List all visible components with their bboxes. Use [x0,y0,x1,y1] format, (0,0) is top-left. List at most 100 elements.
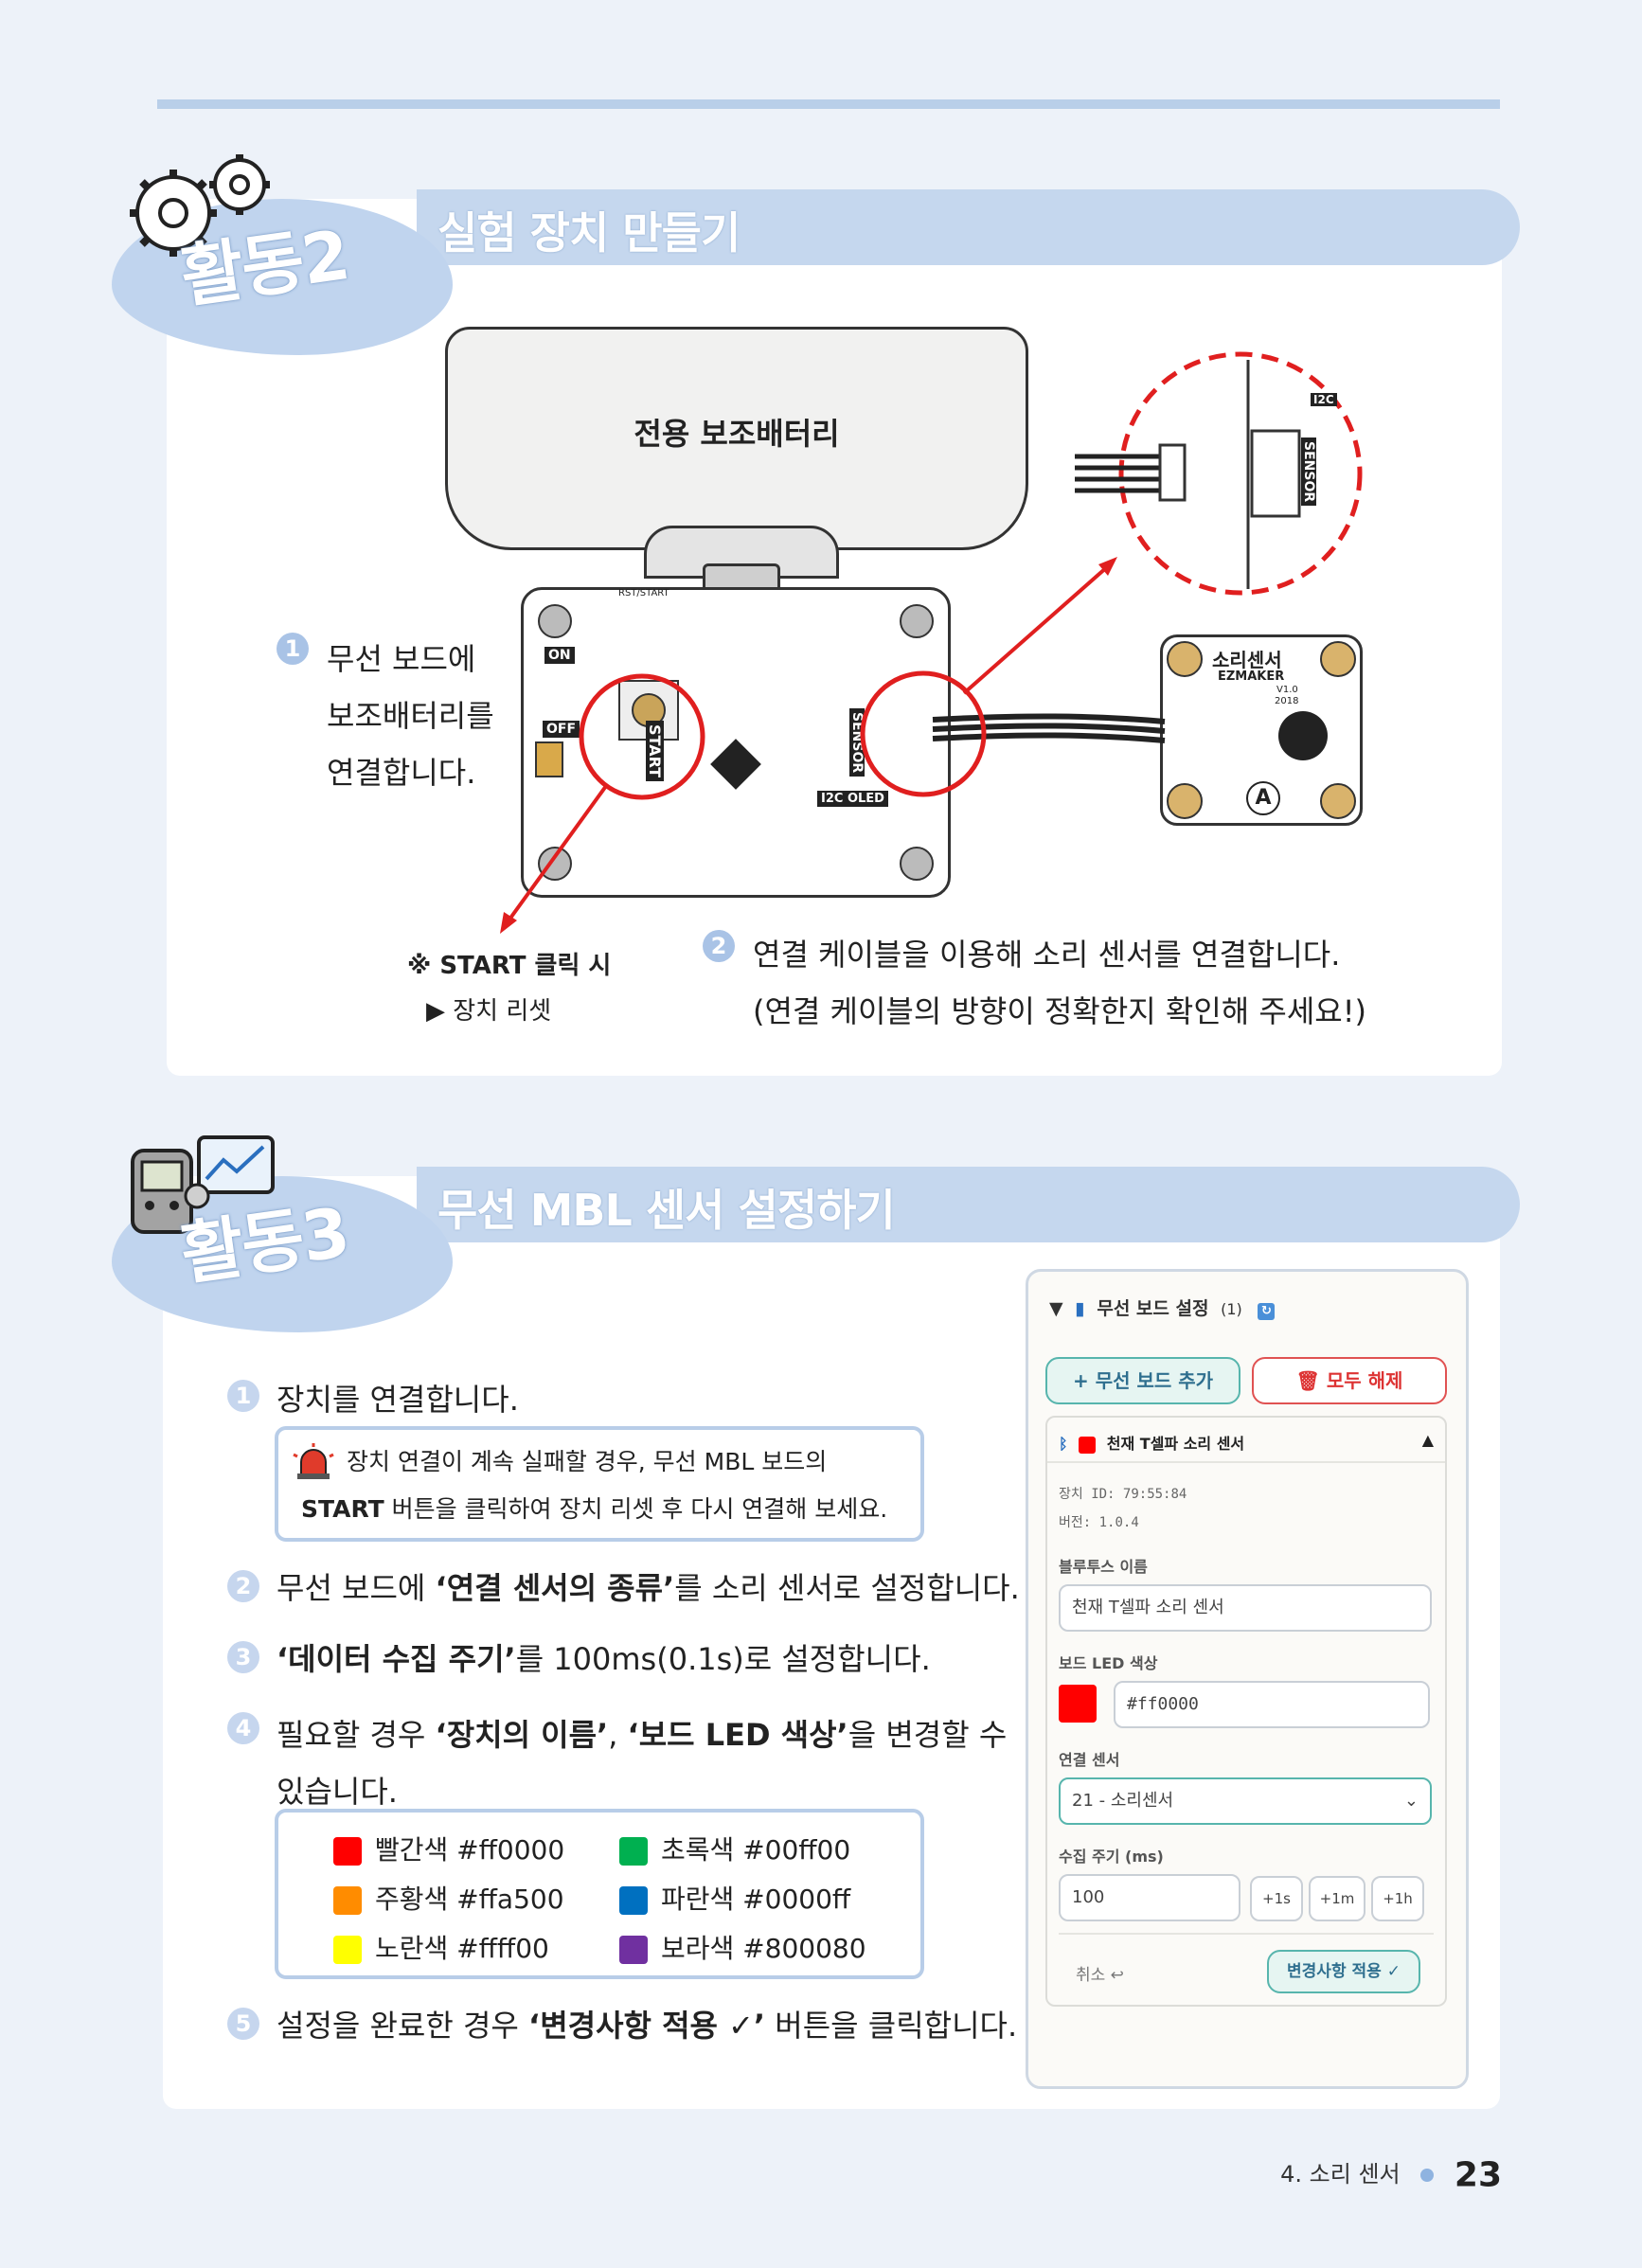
led-color-value: #ff0000 [1127,1694,1199,1714]
board-oled-label: I2C OLED [817,791,888,807]
sensor-module-brand: EZMAKER [1218,670,1285,684]
step-text-part: , [608,1717,628,1753]
divider [1059,1933,1434,1935]
s3-step1-text: 장치를 연결합니다. [277,1382,519,1418]
step2-line2: (연결 케이블의 방향이 정확한지 확인해 주세요!) [753,993,1367,1029]
signal-icon: ▮ [1075,1298,1085,1319]
color-swatch [619,1936,648,1964]
microphone [1278,711,1328,760]
color-label: 주황색 #ffa500 [375,1884,564,1915]
zoom-sensor-label: SENSOR [1301,438,1316,507]
sensor-module-letter: A [1246,781,1280,815]
mount-hole [1320,783,1356,819]
color-legend-box: 빨간색 #ff0000 초록색 #00ff00 주황색 #ffa500 파란색 … [275,1809,924,1979]
bt-name-input[interactable]: 천재 T셀파 소리 센서 [1059,1584,1432,1632]
s3-step1-number: 1 [227,1380,259,1412]
s3-step4-text: 필요할 경우 ‘장치의 이름’, ‘보드 LED 색상’을 변경할 수 있습니다… [277,1706,1007,1820]
sensor-select[interactable]: 21 - 소리센서 ⌄ [1059,1777,1432,1825]
step1-text: 무선 보드에 보조배터리를 연결합니다. [327,631,494,801]
add-board-label: 무선 보드 추가 [1095,1369,1214,1392]
expand-icon[interactable]: ▲ [1421,1431,1434,1449]
screw-hole [900,604,934,638]
apply-changes-label: 변경사항 적용 ✓ [1287,1962,1401,1981]
sensor-label: 연결 센서 [1059,1751,1120,1769]
led-color-input[interactable]: #ff0000 [1114,1681,1430,1728]
warning-line2: START 버튼을 클릭하여 장치 리셋 후 다시 연결해 보세요. [301,1491,887,1525]
clear-all-button[interactable]: 🗑 모두 해제 [1252,1357,1447,1404]
screw-hole [538,847,572,881]
start-note-line1: ※ START 클릭 시 [407,952,612,980]
s3-step2-text: 무선 보드에 ‘연결 센서의 종류’를 소리 센서로 설정합니다. [277,1564,1020,1608]
battery-cell [535,741,563,777]
cancel-button[interactable]: 취소 ↩ [1076,1966,1124,1985]
color-label: 파란색 #0000ff [661,1884,851,1915]
collapse-icon[interactable]: ▼ [1049,1298,1063,1319]
inc-1h-button[interactable]: +1h [1371,1876,1424,1921]
board-rst-label: RST/START [618,588,669,598]
device-row[interactable]: ᛒ 천재 T셀파 소리 센서 [1059,1431,1244,1454]
led-color-picker[interactable] [1059,1685,1097,1723]
sensor-module-title: 소리센서 [1212,649,1282,671]
warning-line2-rest: 버튼을 클릭하여 장치 리셋 후 다시 연결해 보세요. [384,1495,888,1523]
step-text-part: 필요할 경우 [277,1717,436,1753]
bt-name-value: 천재 T셀파 소리 센서 [1072,1598,1224,1617]
screw-hole [900,847,934,881]
inc-1m-button[interactable]: +1m [1309,1876,1365,1921]
step-text-part: 버튼을 클릭합니다. [765,2008,1018,2044]
mbl-device-icon [131,1135,275,1234]
sensor-module-version: V1.0 [1276,685,1298,695]
inc-label: +1h [1383,1890,1413,1907]
warning-box: 장치 연결이 계속 실패할 경우, 무선 MBL 보드의 START 버튼을 클… [275,1426,924,1542]
mount-hole [1167,641,1203,677]
step1-line: 무선 보드에 [327,641,476,677]
color-swatch [333,1886,362,1915]
period-input[interactable]: 100 [1059,1874,1240,1921]
s3-step4-number: 4 [227,1712,259,1744]
apply-changes-button[interactable]: 변경사항 적용 ✓ [1267,1950,1420,1993]
connection-overlay [500,351,1363,934]
color-label: 노란색 #ffff00 [375,1933,549,1964]
panel-header[interactable]: ▼ ▮ 무선 보드 설정 (1) ↻ [1049,1295,1276,1320]
step-text-bold: ‘데이터 수집 주기’ [277,1641,516,1677]
color-item: 주황색 #ffa500 [333,1879,564,1917]
color-item: 노란색 #ffff00 [333,1928,549,1966]
step-text-bold: ‘보드 LED 색상’ [627,1717,848,1753]
top-rule [157,99,1500,109]
step-text-part: 설정을 완료한 경우 [277,2008,529,2044]
battery-pack: 전용 보조배터리 [445,327,1028,550]
step-text-bold: ‘변경사항 적용 ✓’ [528,2008,766,2044]
siren-icon [293,1443,334,1479]
step-text-part: 를 소리 센서로 설정합니다. [674,1570,1020,1606]
color-swatch [619,1837,648,1866]
step1-number: 1 [277,633,309,665]
step2-text: 연결 케이블을 이용해 소리 센서를 연결합니다. (연결 케이블의 방향이 정… [753,926,1366,1040]
wireless-board: ON OFF RST/START START SENSOR I2C OLED [521,587,951,898]
page-footer: 4. 소리 센서 23 [1280,2155,1502,2195]
color-item: 빨간색 #ff0000 [333,1830,564,1867]
start-note-line2: ▶ 장치 리셋 [426,997,552,1026]
board-on-label: ON [544,647,575,664]
clear-all-label: 모두 해제 [1326,1369,1403,1392]
led-dot [1079,1436,1097,1454]
device-name: 천재 T셀파 소리 센서 [1106,1435,1245,1453]
color-swatch [333,1837,362,1866]
inc-1s-button[interactable]: +1s [1250,1876,1303,1921]
zoom-i2c-label: I2C [1311,393,1337,406]
refresh-icon[interactable]: ↻ [1258,1303,1276,1320]
footer-dot [1420,2169,1435,2182]
section3-banner: 무선 MBL 센서 설정하기 [417,1167,1520,1242]
add-board-button[interactable]: + 무선 보드 추가 [1045,1357,1240,1404]
panel-title: 무선 보드 설정 [1097,1298,1209,1319]
step-text-part: 를 100ms(0.1s)로 설정합니다. [515,1641,931,1677]
color-swatch [619,1886,648,1915]
period-value: 100 [1072,1887,1105,1907]
step-text-bold: ‘장치의 이름’ [435,1717,609,1753]
step-text-bold: ‘연결 센서의 종류’ [435,1570,675,1606]
section2-title: 실험 장치 만들기 [437,207,741,259]
step2-number: 2 [703,930,735,962]
chevron-down-icon: ⌄ [1403,1791,1419,1811]
sensor-select-value: 21 - 소리센서 [1072,1791,1174,1811]
s3-step3-number: 3 [227,1641,259,1673]
color-swatch [333,1936,362,1964]
start-note: ※ START 클릭 시 ▶ 장치 리셋 [407,943,611,1034]
